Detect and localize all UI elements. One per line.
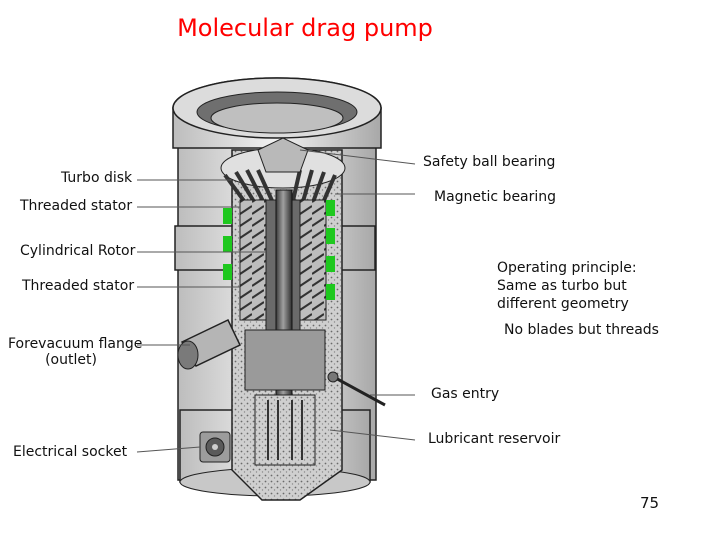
label-threaded-stator-top: Threaded stator bbox=[20, 198, 133, 214]
label-magnetic-bearing: Magnetic bearing bbox=[434, 189, 557, 205]
label-electrical-socket: Electrical socket bbox=[13, 444, 128, 460]
label-threaded-stator-bottom: Threaded stator bbox=[22, 278, 135, 294]
label-lubricant-reservoir: Lubricant reservoir bbox=[428, 431, 561, 447]
label-forevacuum-flange: Forevacuum flange (outlet) bbox=[8, 336, 143, 368]
label-gas-entry: Gas entry bbox=[431, 386, 500, 402]
label-forevacuum-line2: (outlet) bbox=[45, 352, 97, 368]
page-number: 75 bbox=[640, 494, 660, 512]
label-turbo-disk: Turbo disk bbox=[61, 170, 133, 186]
forevacuum-flange bbox=[177, 319, 242, 370]
principle-line-4: No blades but threads bbox=[504, 322, 659, 338]
principle-line-2: Same as turbo but bbox=[497, 278, 627, 294]
turbo-disk-blades bbox=[220, 137, 346, 207]
label-safety-ball-bearing: Safety ball bearing bbox=[423, 154, 556, 170]
cutaway-section bbox=[220, 137, 386, 501]
leader-lines bbox=[136, 149, 416, 453]
principle-line-1: Operating principle: bbox=[497, 260, 637, 276]
operating-principle-note: Operating principle: Same as turbo but d… bbox=[497, 259, 677, 339]
slide-title: Molecular drag pump bbox=[177, 14, 433, 42]
electrical-socket bbox=[199, 431, 231, 463]
label-cylindrical-rotor: Cylindrical Rotor bbox=[20, 243, 136, 259]
magnetic-bearing-highlights bbox=[223, 200, 335, 300]
label-forevacuum-line1: Forevacuum flange bbox=[8, 336, 143, 352]
principle-line-3: different geometry bbox=[497, 296, 629, 312]
